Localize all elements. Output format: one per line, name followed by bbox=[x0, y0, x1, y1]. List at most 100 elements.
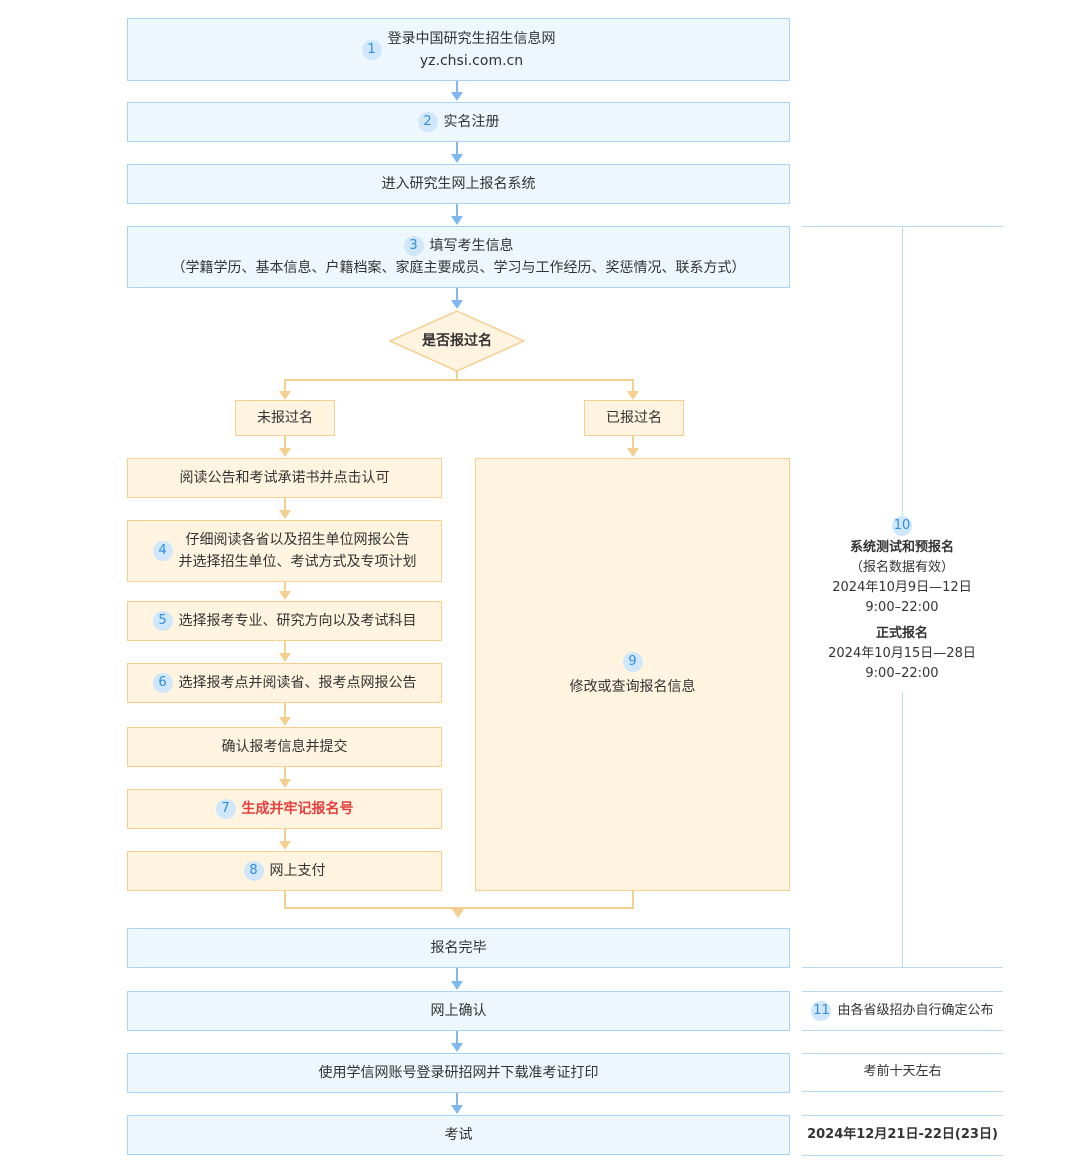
timeline-exam-date: 2024年12月21日-22日(23日) bbox=[802, 1115, 1003, 1155]
step-confirm-submit: 确认报考信息并提交 bbox=[127, 727, 442, 767]
step-exam: 考试 bbox=[127, 1115, 790, 1155]
arrow-down-icon bbox=[279, 717, 291, 726]
arrow-down-icon bbox=[279, 653, 291, 662]
arrow-down-icon bbox=[451, 1043, 463, 1052]
arrow-down-icon bbox=[279, 510, 291, 519]
connector-line bbox=[456, 968, 458, 981]
timeline-line bbox=[902, 692, 903, 968]
step-login: 1 登录中国研究生招生信息网 yz.chsi.com.cn bbox=[127, 18, 790, 81]
connector-line bbox=[456, 1093, 458, 1105]
step-registration-done: 报名完毕 bbox=[127, 928, 790, 968]
confirm-note-text: 由各省级招办自行确定公布 bbox=[837, 1003, 994, 1018]
arrow-down-icon bbox=[451, 300, 463, 309]
step-select-major-row: 5 选择报考专业、研究方向以及考试科目 bbox=[152, 610, 417, 632]
connector-line bbox=[456, 81, 458, 93]
formal-registration-title: 正式报名 bbox=[875, 626, 928, 641]
step-select-site-label: 选择报考点并阅读省、报考点网报公告 bbox=[178, 675, 417, 691]
decision-label: 是否报过名 bbox=[422, 333, 492, 349]
branch-registered-label: 已报过名 bbox=[606, 410, 662, 426]
step-print-ticket-label: 使用学信网账号登录研招网并下载准考证打印 bbox=[318, 1065, 599, 1081]
step-number: 4 bbox=[152, 541, 173, 561]
connector-line bbox=[284, 641, 286, 653]
step-select-major-label: 选择报考专业、研究方向以及考试科目 bbox=[178, 613, 417, 629]
connector-line bbox=[284, 379, 286, 391]
step-select-unit-text: 仔细阅读各省以及招生单位网报公告 并选择招生单位、考试方式及专项计划 bbox=[179, 529, 417, 573]
step-generate-number: 7 生成并牢记报名号 bbox=[127, 789, 442, 829]
arrow-down-icon bbox=[279, 841, 291, 850]
step-register: 2 实名注册 bbox=[127, 102, 790, 142]
step-select-unit-line2: 并选择招生单位、考试方式及专项计划 bbox=[178, 554, 417, 570]
step-number: 6 bbox=[152, 673, 173, 693]
connector-line bbox=[284, 498, 286, 510]
step-number: 10 bbox=[892, 516, 912, 536]
step-number: 11 bbox=[811, 1001, 832, 1021]
step-select-unit-row: 4 仔细阅读各省以及招生单位网报公告 并选择招生单位、考试方式及专项计划 bbox=[152, 529, 417, 573]
arrow-down-icon bbox=[279, 779, 291, 788]
branch-registered: 已报过名 bbox=[584, 400, 684, 436]
timeline-line bbox=[802, 967, 1003, 968]
connector-line bbox=[284, 907, 634, 909]
pre-registration-time: 9:00–22:00 bbox=[865, 600, 939, 615]
branch-not-registered: 未报过名 bbox=[235, 400, 335, 436]
arrow-down-icon bbox=[452, 909, 464, 918]
step-enter-system: 进入研究生网上报名系统 bbox=[127, 164, 790, 204]
step-register-row: 2 实名注册 bbox=[417, 111, 500, 133]
step-number: 3 bbox=[403, 236, 424, 256]
arrow-down-icon bbox=[451, 92, 463, 101]
pre-registration-title: 系统测试和预报名 bbox=[849, 540, 954, 555]
step-read-notice: 阅读公告和考试承诺书并点击认可 bbox=[127, 458, 442, 498]
formal-registration-date: 2024年10月15日—28日 bbox=[828, 646, 976, 661]
connector-line bbox=[284, 829, 286, 841]
step-select-site-row: 6 选择报考点并阅读省、报考点网报公告 bbox=[152, 672, 417, 694]
step-fill-info-detail: （学籍学历、基本信息、户籍档案、家庭主要成员、学习与工作经历、奖惩情况、联系方式… bbox=[171, 260, 746, 276]
timeline-number-row: 10 bbox=[812, 516, 992, 536]
connector-line bbox=[456, 371, 458, 380]
timeline-confirm-note: 11 由各省级招办自行确定公布 bbox=[802, 991, 1003, 1031]
step-generate-number-label: 生成并牢记报名号 bbox=[241, 801, 354, 817]
step-select-site: 6 选择报考点并阅读省、报考点网报公告 bbox=[127, 663, 442, 703]
formal-registration-time: 9:00–22:00 bbox=[865, 666, 939, 681]
step-generate-number-row: 7 生成并牢记报名号 bbox=[215, 798, 354, 820]
arrow-down-icon bbox=[279, 591, 291, 600]
pre-registration-date: 2024年10月9日—12日 bbox=[832, 580, 972, 595]
timeline-print-time: 考前十天左右 bbox=[802, 1053, 1003, 1091]
step-select-major: 5 选择报考专业、研究方向以及考试科目 bbox=[127, 601, 442, 641]
step-login-text: 登录中国研究生招生信息网 yz.chsi.com.cn bbox=[388, 28, 556, 72]
connector-line bbox=[284, 582, 286, 591]
step-register-label: 实名注册 bbox=[443, 114, 500, 130]
step-select-unit: 4 仔细阅读各省以及招生单位网报公告 并选择招生单位、考试方式及专项计划 bbox=[127, 520, 442, 582]
connector-line bbox=[456, 142, 458, 154]
step-login-title: 登录中国研究生招生信息网 bbox=[387, 30, 556, 47]
branch-not-registered-label: 未报过名 bbox=[257, 410, 313, 426]
step-login-row: 1 登录中国研究生招生信息网 yz.chsi.com.cn bbox=[361, 28, 556, 72]
step-exam-label: 考试 bbox=[444, 1127, 473, 1143]
step-select-unit-line1: 仔细阅读各省以及招生单位网报公告 bbox=[185, 532, 410, 548]
arrow-down-icon bbox=[279, 448, 291, 457]
step-confirm-submit-label: 确认报考信息并提交 bbox=[221, 739, 348, 755]
step-number: 1 bbox=[361, 39, 382, 60]
step-modify-query-label: 修改或查询报名信息 bbox=[569, 678, 696, 695]
step-registration-done-label: 报名完毕 bbox=[430, 940, 487, 956]
arrow-down-icon bbox=[451, 216, 463, 225]
arrow-down-icon bbox=[451, 1105, 463, 1114]
connector-line bbox=[632, 436, 634, 448]
arrow-down-icon bbox=[627, 448, 639, 457]
step-number: 8 bbox=[243, 861, 264, 881]
timeline-line bbox=[802, 1155, 1003, 1156]
step-online-confirm: 网上确认 bbox=[127, 991, 790, 1031]
exam-date-text: 2024年12月21日-22日(23日) bbox=[807, 1127, 998, 1142]
step-modify-query: 9 修改或查询报名信息 bbox=[475, 458, 790, 891]
arrow-down-icon bbox=[451, 154, 463, 163]
connector-line bbox=[284, 703, 286, 717]
step-number: 7 bbox=[215, 799, 236, 819]
arrow-down-icon bbox=[627, 391, 639, 400]
connector-line bbox=[456, 1031, 458, 1043]
timeline-line bbox=[802, 991, 1003, 992]
step-number: 5 bbox=[152, 611, 173, 631]
step-login-url: yz.chsi.com.cn bbox=[419, 52, 524, 69]
step-online-payment: 8 网上支付 bbox=[127, 851, 442, 891]
connector-line bbox=[284, 767, 286, 779]
connector-line bbox=[456, 288, 458, 300]
connector-line bbox=[456, 204, 458, 216]
connector-line bbox=[284, 891, 286, 909]
